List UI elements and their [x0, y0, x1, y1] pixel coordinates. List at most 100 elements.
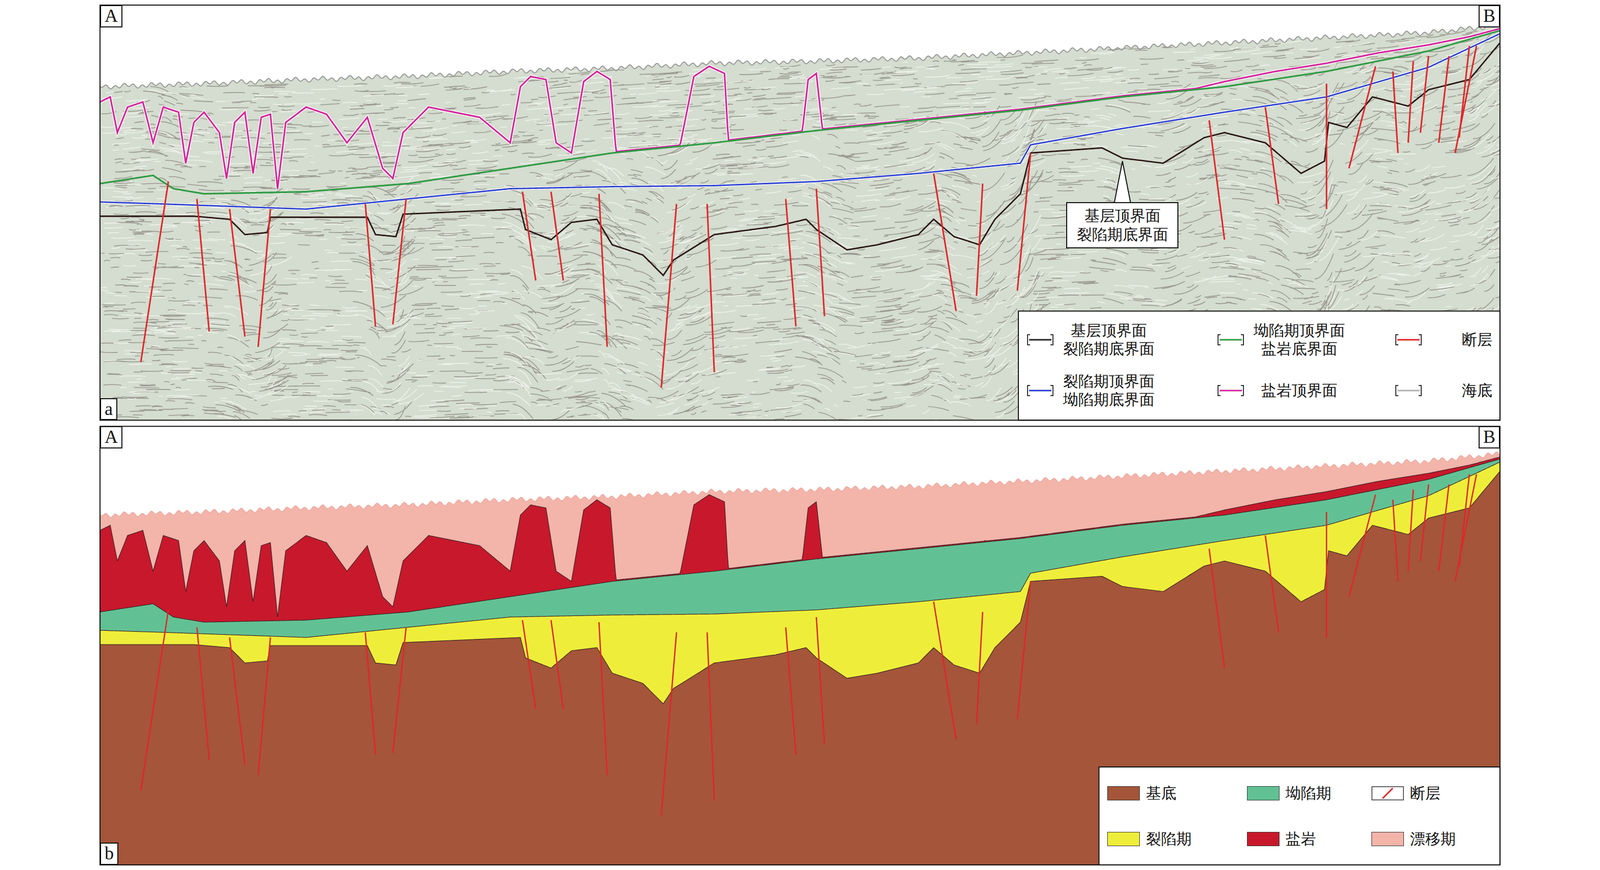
rift-layer	[100, 462, 1500, 866]
sample-line	[1219, 339, 1242, 341]
sample-frame	[1395, 334, 1422, 345]
sample-frame	[1395, 385, 1422, 396]
fault-line	[816, 188, 825, 317]
fault-line	[933, 601, 956, 740]
fault-line	[1209, 120, 1225, 240]
basement-layer	[100, 471, 1500, 866]
fault-line	[1265, 107, 1279, 205]
sample-frame	[1371, 786, 1404, 800]
fault-line	[140, 181, 169, 362]
callout-pointer	[1114, 161, 1131, 203]
legend-line-sample	[1216, 384, 1245, 398]
fault-line	[1349, 494, 1376, 597]
node-text: a	[104, 399, 113, 420]
panel-corner-label: A	[100, 426, 123, 449]
fault-line	[522, 620, 536, 710]
legend-line-sample	[1394, 384, 1423, 398]
legend-entry: 断层	[1394, 330, 1525, 349]
panel-corner-label: A	[100, 5, 123, 28]
fault-line	[1420, 55, 1429, 133]
panel-ground	[100, 5, 1500, 421]
fault-line	[976, 612, 983, 725]
legend-text: 基底	[1145, 784, 1177, 803]
sample-frame	[1027, 334, 1053, 345]
rift-top-halo	[100, 33, 1500, 209]
legend-swatch	[1107, 786, 1140, 801]
fault-line	[1455, 45, 1477, 153]
fault-line	[1265, 535, 1279, 633]
fault-line	[598, 622, 607, 776]
seismic-reflectors	[100, 30, 1500, 421]
fault-line	[661, 632, 677, 816]
legend-entry: 基层顶界面 裂陷期底界面	[1026, 321, 1157, 359]
rift-top-line	[100, 33, 1500, 209]
node-text: 基层顶界面 裂陷期底界面	[1074, 206, 1171, 245]
legend-swatch	[1246, 832, 1280, 847]
fault-line	[1408, 60, 1414, 143]
fault-line	[707, 204, 715, 373]
fault-line	[1017, 581, 1031, 720]
fault-line	[1438, 55, 1450, 143]
legend-text: 坳陷期顶界面 盐岩底界面	[1251, 321, 1348, 359]
seafloor-line	[100, 23, 1500, 89]
fault-line	[551, 192, 564, 281]
legend-box	[1099, 766, 1501, 866]
panel-border	[100, 5, 1500, 421]
interpretation-panel	[100, 426, 1500, 866]
legend-line-sample	[1026, 384, 1055, 398]
seismic-reflectors-light	[100, 35, 1500, 421]
fault-line	[392, 199, 406, 325]
panel-ground	[100, 426, 1500, 866]
fault-line	[976, 183, 983, 296]
legend-line-sample	[1216, 333, 1245, 347]
node-text: A	[104, 6, 118, 26]
legend-entry: 海底	[1394, 381, 1525, 400]
drift-layer	[100, 452, 1500, 866]
fault-line	[816, 617, 825, 745]
legend-text: 断层	[1410, 784, 1441, 803]
sample-frame	[1027, 385, 1053, 396]
panel-corner-label: B	[1478, 426, 1500, 449]
fault-line	[1420, 484, 1429, 562]
panel-border	[100, 426, 1500, 866]
legend-line-sample	[1371, 786, 1404, 801]
fault-line	[1325, 512, 1328, 638]
salt-base-line	[100, 30, 1500, 194]
legend-entry: 漂移期	[1371, 829, 1456, 849]
legend-text: 裂陷期	[1145, 829, 1192, 849]
seismic-panel	[100, 5, 1500, 421]
legend-text: 盐岩	[1285, 829, 1317, 849]
legend-text: 漂移期	[1410, 829, 1456, 849]
layer-boundary	[100, 457, 1500, 618]
fault-line	[1325, 83, 1328, 210]
legend-text: 海底	[1428, 381, 1525, 400]
fault-line	[522, 192, 536, 281]
node-text: A	[104, 427, 118, 447]
node-text: B	[1483, 427, 1496, 447]
fault-line	[365, 204, 376, 327]
legend-text: 坳陷期	[1285, 784, 1332, 803]
fault-line	[1392, 71, 1398, 154]
legend-text: 盐岩顶界面	[1251, 381, 1348, 400]
fault-line	[661, 204, 677, 388]
panel-letter: a	[100, 398, 118, 421]
fault-line	[598, 194, 607, 347]
panel-corner-label: B	[1478, 5, 1500, 28]
fault-line	[551, 620, 564, 710]
fault-line	[197, 627, 210, 760]
fault-line	[1438, 484, 1450, 572]
legend-entry: 坳陷期	[1246, 784, 1332, 803]
sample-line	[1397, 339, 1420, 341]
fault-line	[365, 632, 376, 755]
sample-line	[1029, 339, 1052, 341]
fault-line	[707, 632, 715, 801]
node-text: b	[104, 844, 114, 864]
fault-line	[785, 199, 796, 327]
sample-frame	[1218, 334, 1244, 345]
legend-entry: 基底	[1107, 784, 1177, 803]
legend-entry: 盐岩	[1246, 829, 1317, 849]
fault-line	[229, 637, 245, 765]
legend-swatch	[1246, 786, 1280, 801]
callout-box: 基层顶界面 裂陷期底界面	[1066, 202, 1179, 249]
